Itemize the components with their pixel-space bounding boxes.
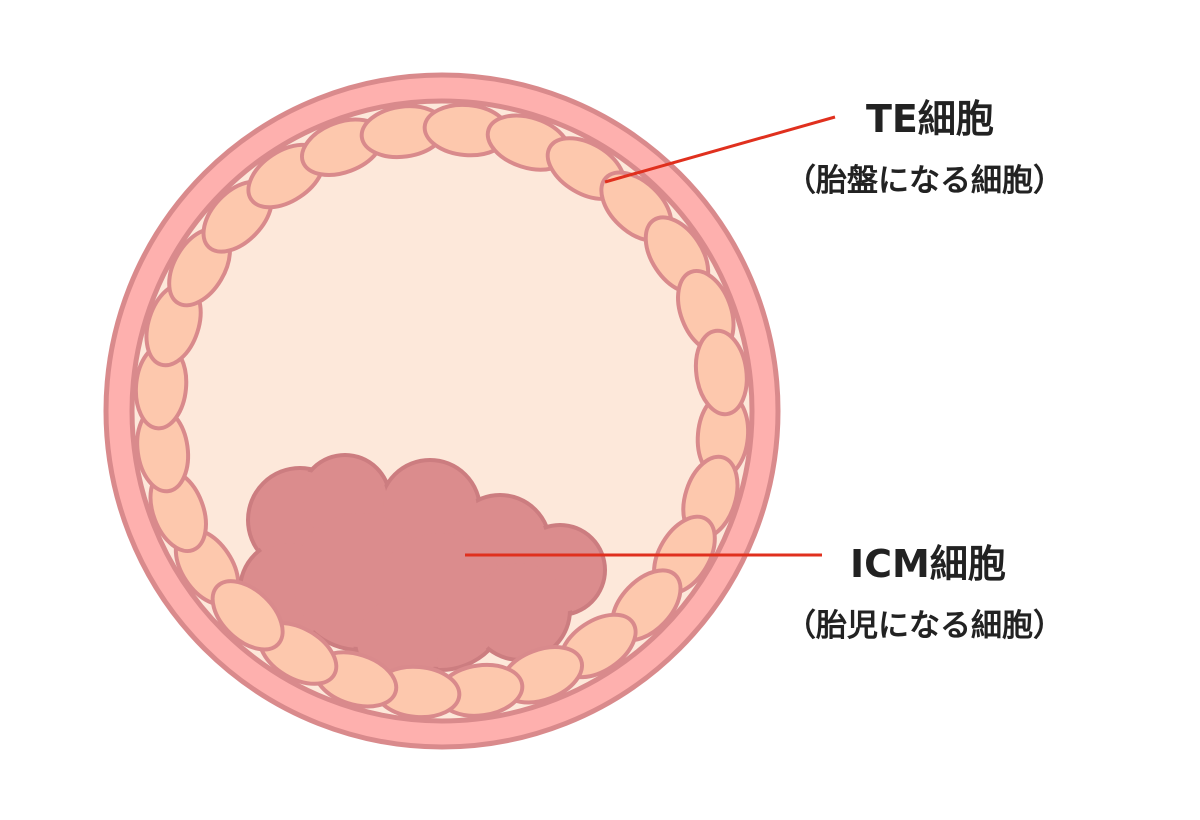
te-cell: [693, 328, 749, 417]
te-cell-layer: [133, 102, 751, 643]
te-sublabel: （胎盤になる細胞）: [785, 163, 1064, 199]
icm-cluster: [238, 453, 607, 687]
icm-label: ICM細胞: [850, 542, 1006, 586]
te-label: TE細胞: [866, 97, 994, 141]
te-leader-line: [604, 115, 836, 184]
te-cell: [210, 579, 285, 652]
te-cell-layer-front: [210, 579, 638, 720]
icm-sublabel: （胎児になる細胞）: [785, 608, 1064, 644]
icm-cell-fill: [473, 563, 567, 657]
